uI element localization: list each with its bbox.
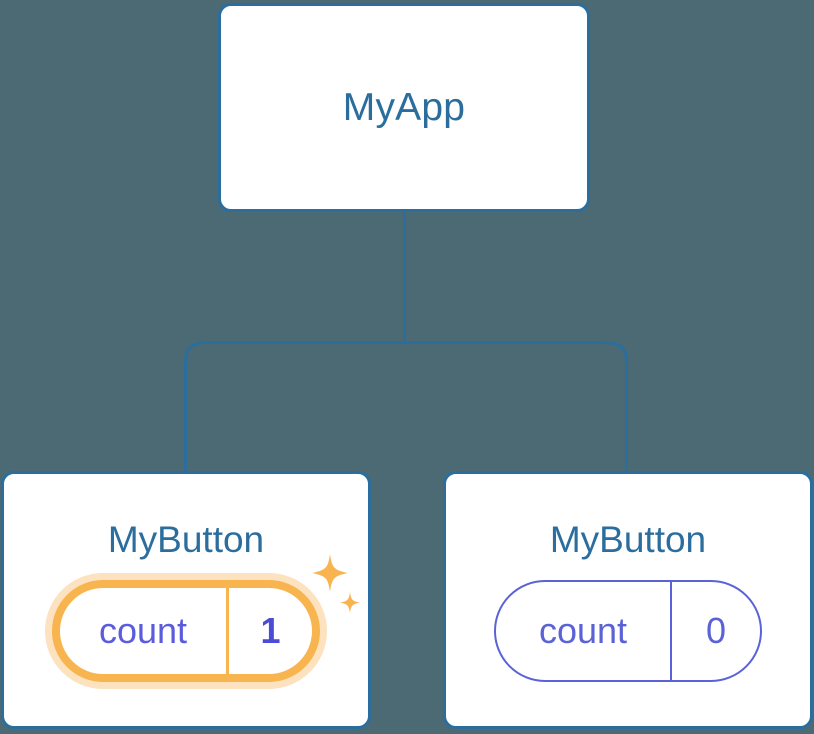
connector-child-bus — [184, 341, 628, 471]
node-mybutton-left[interactable]: MyButton count 1 — [1, 471, 371, 729]
sparkle-large-icon — [312, 554, 348, 592]
node-myapp[interactable]: MyApp — [218, 3, 590, 212]
node-mybutton-left-title: MyButton — [107, 519, 265, 560]
state-pill-right-wrapper: count 0 — [494, 580, 762, 682]
node-mybutton-right-title: MyButton — [549, 519, 707, 560]
state-pill-left-wrapper: count 1 — [52, 554, 360, 682]
state-pill-right-key: count — [496, 582, 672, 680]
sparkle-small-icon — [340, 592, 360, 613]
node-mybutton-right[interactable]: MyButton count 0 — [443, 471, 813, 729]
state-pill-left[interactable]: count 1 — [52, 580, 320, 682]
state-pill-right[interactable]: count 0 — [494, 580, 762, 682]
state-pill-right-value: 0 — [705, 610, 727, 651]
state-pill-left-value: 1 — [260, 610, 281, 651]
node-myapp-title: MyApp — [342, 86, 466, 129]
state-pill-left-key: count — [60, 588, 229, 674]
